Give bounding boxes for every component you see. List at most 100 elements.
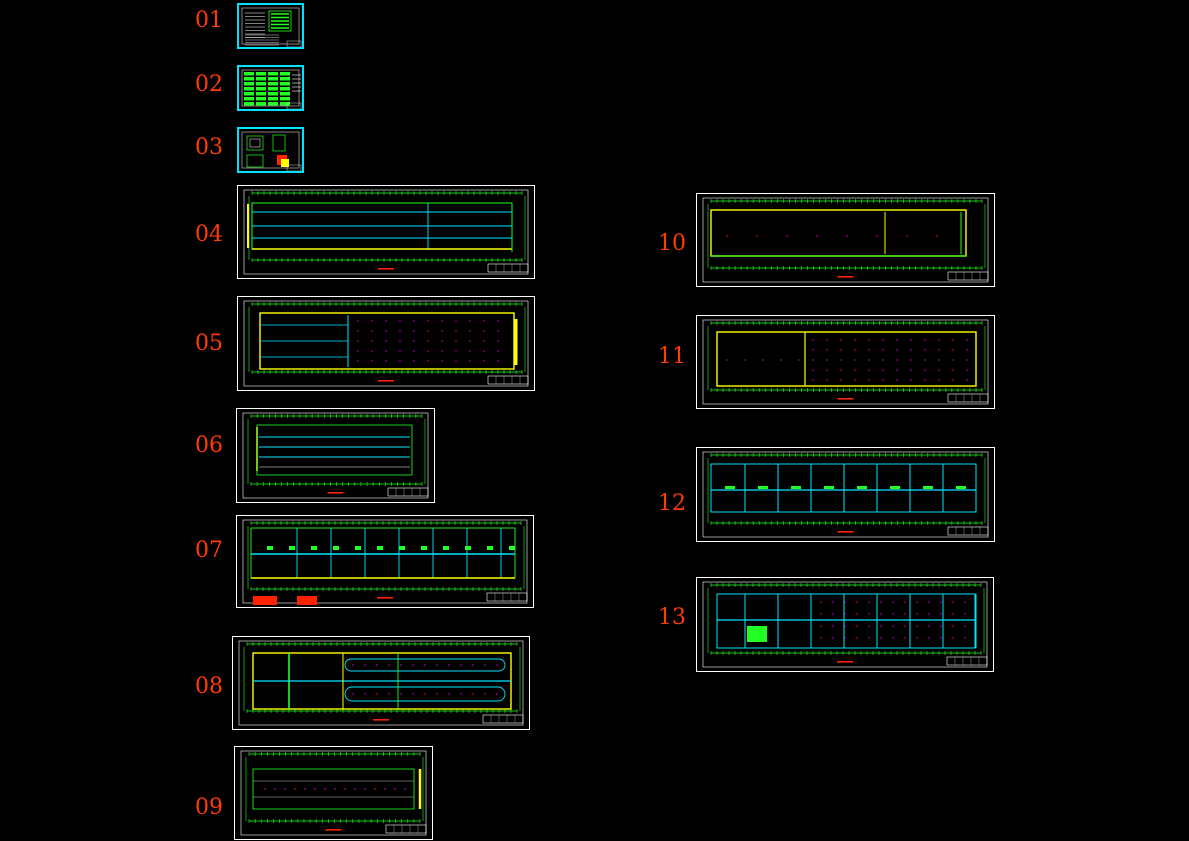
sprinkler-dot: [880, 601, 882, 603]
sheet-04-thumbnail[interactable]: [237, 185, 535, 279]
sprinkler-dot: [896, 349, 898, 351]
inner-border: [702, 197, 989, 283]
sprinkler-dot: [786, 235, 788, 237]
sheet-06-thumbnail[interactable]: [236, 408, 435, 503]
sprinkler-dot: [868, 625, 870, 627]
sprinkler-dot: [924, 339, 926, 341]
sprinkler-dot: [882, 349, 884, 351]
sheet-09-thumbnail[interactable]: [234, 746, 433, 840]
sprinkler-dot: [940, 613, 942, 615]
sprinkler-dot: [400, 693, 402, 695]
inner-border: [238, 640, 524, 726]
drawing-title-bar: [325, 829, 342, 831]
sprinkler-dot: [952, 637, 954, 639]
drawing-canvas: [702, 581, 988, 668]
sprinkler-dot: [413, 360, 415, 362]
sprinkler-dot: [427, 330, 429, 332]
sprinkler-dot: [294, 788, 296, 790]
sprinkler-dot: [404, 788, 406, 790]
title-block: [385, 824, 427, 834]
sprinkler-dot: [896, 379, 898, 381]
sheet-02-thumbnail[interactable]: [237, 65, 304, 111]
table-cell: [244, 97, 254, 101]
sprinkler-dot: [304, 788, 306, 790]
sheet-01-thumbnail[interactable]: [237, 3, 304, 49]
drawing-title-bar: [378, 380, 394, 382]
sprinkler-dot: [469, 330, 471, 332]
table-cell: [256, 92, 266, 96]
sprinkler-dot: [952, 339, 954, 341]
sheet-07-thumbnail[interactable]: [236, 515, 534, 608]
sprinkler-dot: [844, 625, 846, 627]
sheet-label-09: 09: [195, 795, 223, 820]
table-cell: [256, 72, 266, 76]
sprinkler-dot: [413, 350, 415, 352]
sprinkler-dot: [424, 664, 426, 666]
drawing-title-bar: [837, 661, 853, 663]
sprinkler-dot: [820, 613, 822, 615]
drawing-rect: [249, 138, 261, 148]
drawing-rect: [857, 486, 867, 489]
sheet-08-thumbnail[interactable]: [232, 636, 530, 730]
sprinkler-dot: [832, 601, 834, 603]
sheet-03-thumbnail[interactable]: [237, 127, 304, 173]
sprinkler-dot: [916, 601, 918, 603]
sheet-13-thumbnail[interactable]: [696, 577, 994, 672]
sprinkler-dot: [497, 320, 499, 322]
sprinkler-dot: [376, 664, 378, 666]
sheet-05-thumbnail[interactable]: [237, 296, 535, 391]
sprinkler-dot: [374, 788, 376, 790]
sprinkler-dot: [952, 625, 954, 627]
table-cell: [280, 82, 290, 86]
sprinkler-dot: [938, 369, 940, 371]
sheet-label-07: 07: [195, 538, 223, 563]
drawing-rect: [250, 527, 516, 579]
sprinkler-dot: [441, 360, 443, 362]
drawing-canvas: [241, 69, 302, 109]
drawing-rect: [268, 10, 292, 32]
drawing-canvas: [241, 7, 302, 47]
sprinkler-dot: [904, 637, 906, 639]
drawing-rect: [256, 424, 413, 476]
drawing-rect: [890, 486, 900, 489]
sheet-12-thumbnail[interactable]: [696, 447, 995, 542]
sprinkler-dot: [906, 235, 908, 237]
drawing-rect: [246, 135, 264, 151]
sprinkler-dot: [880, 637, 882, 639]
sprinkler-dot: [371, 360, 373, 362]
sprinkler-dot: [928, 625, 930, 627]
legend-block: [253, 596, 277, 605]
sheet-11-thumbnail[interactable]: [696, 315, 995, 409]
sprinkler-dot: [928, 601, 930, 603]
sprinkler-dot: [856, 637, 858, 639]
table-cell: [244, 72, 254, 76]
sheet-10-thumbnail[interactable]: [696, 193, 995, 287]
title-block: [946, 656, 988, 666]
sprinkler-dot: [910, 349, 912, 351]
drawing-rect: [421, 546, 427, 550]
drawing-rect: [791, 486, 801, 489]
sprinkler-dot: [496, 664, 498, 666]
title-block: [947, 271, 989, 281]
sprinkler-dot: [966, 369, 968, 371]
sprinkler-dot: [371, 350, 373, 352]
sprinkler-dot: [892, 637, 894, 639]
sprinkler-dot: [820, 637, 822, 639]
sprinkler-dot: [892, 625, 894, 627]
drawing-rect: [443, 546, 449, 550]
sprinkler-dot: [354, 788, 356, 790]
sprinkler-dot: [854, 339, 856, 341]
sprinkler-dot: [385, 360, 387, 362]
sprinkler-dot: [844, 613, 846, 615]
sprinkler-dot: [726, 359, 728, 361]
sprinkler-dot: [756, 235, 758, 237]
sprinkler-dot: [826, 349, 828, 351]
sprinkler-dot: [497, 340, 499, 342]
drawing-rect: [487, 546, 493, 550]
drawing-canvas: [702, 451, 989, 538]
sprinkler-dot: [892, 613, 894, 615]
drawing-rect: [509, 546, 515, 550]
sprinkler-dot: [882, 369, 884, 371]
sprinkler-dot: [868, 613, 870, 615]
sprinkler-dot: [826, 359, 828, 361]
